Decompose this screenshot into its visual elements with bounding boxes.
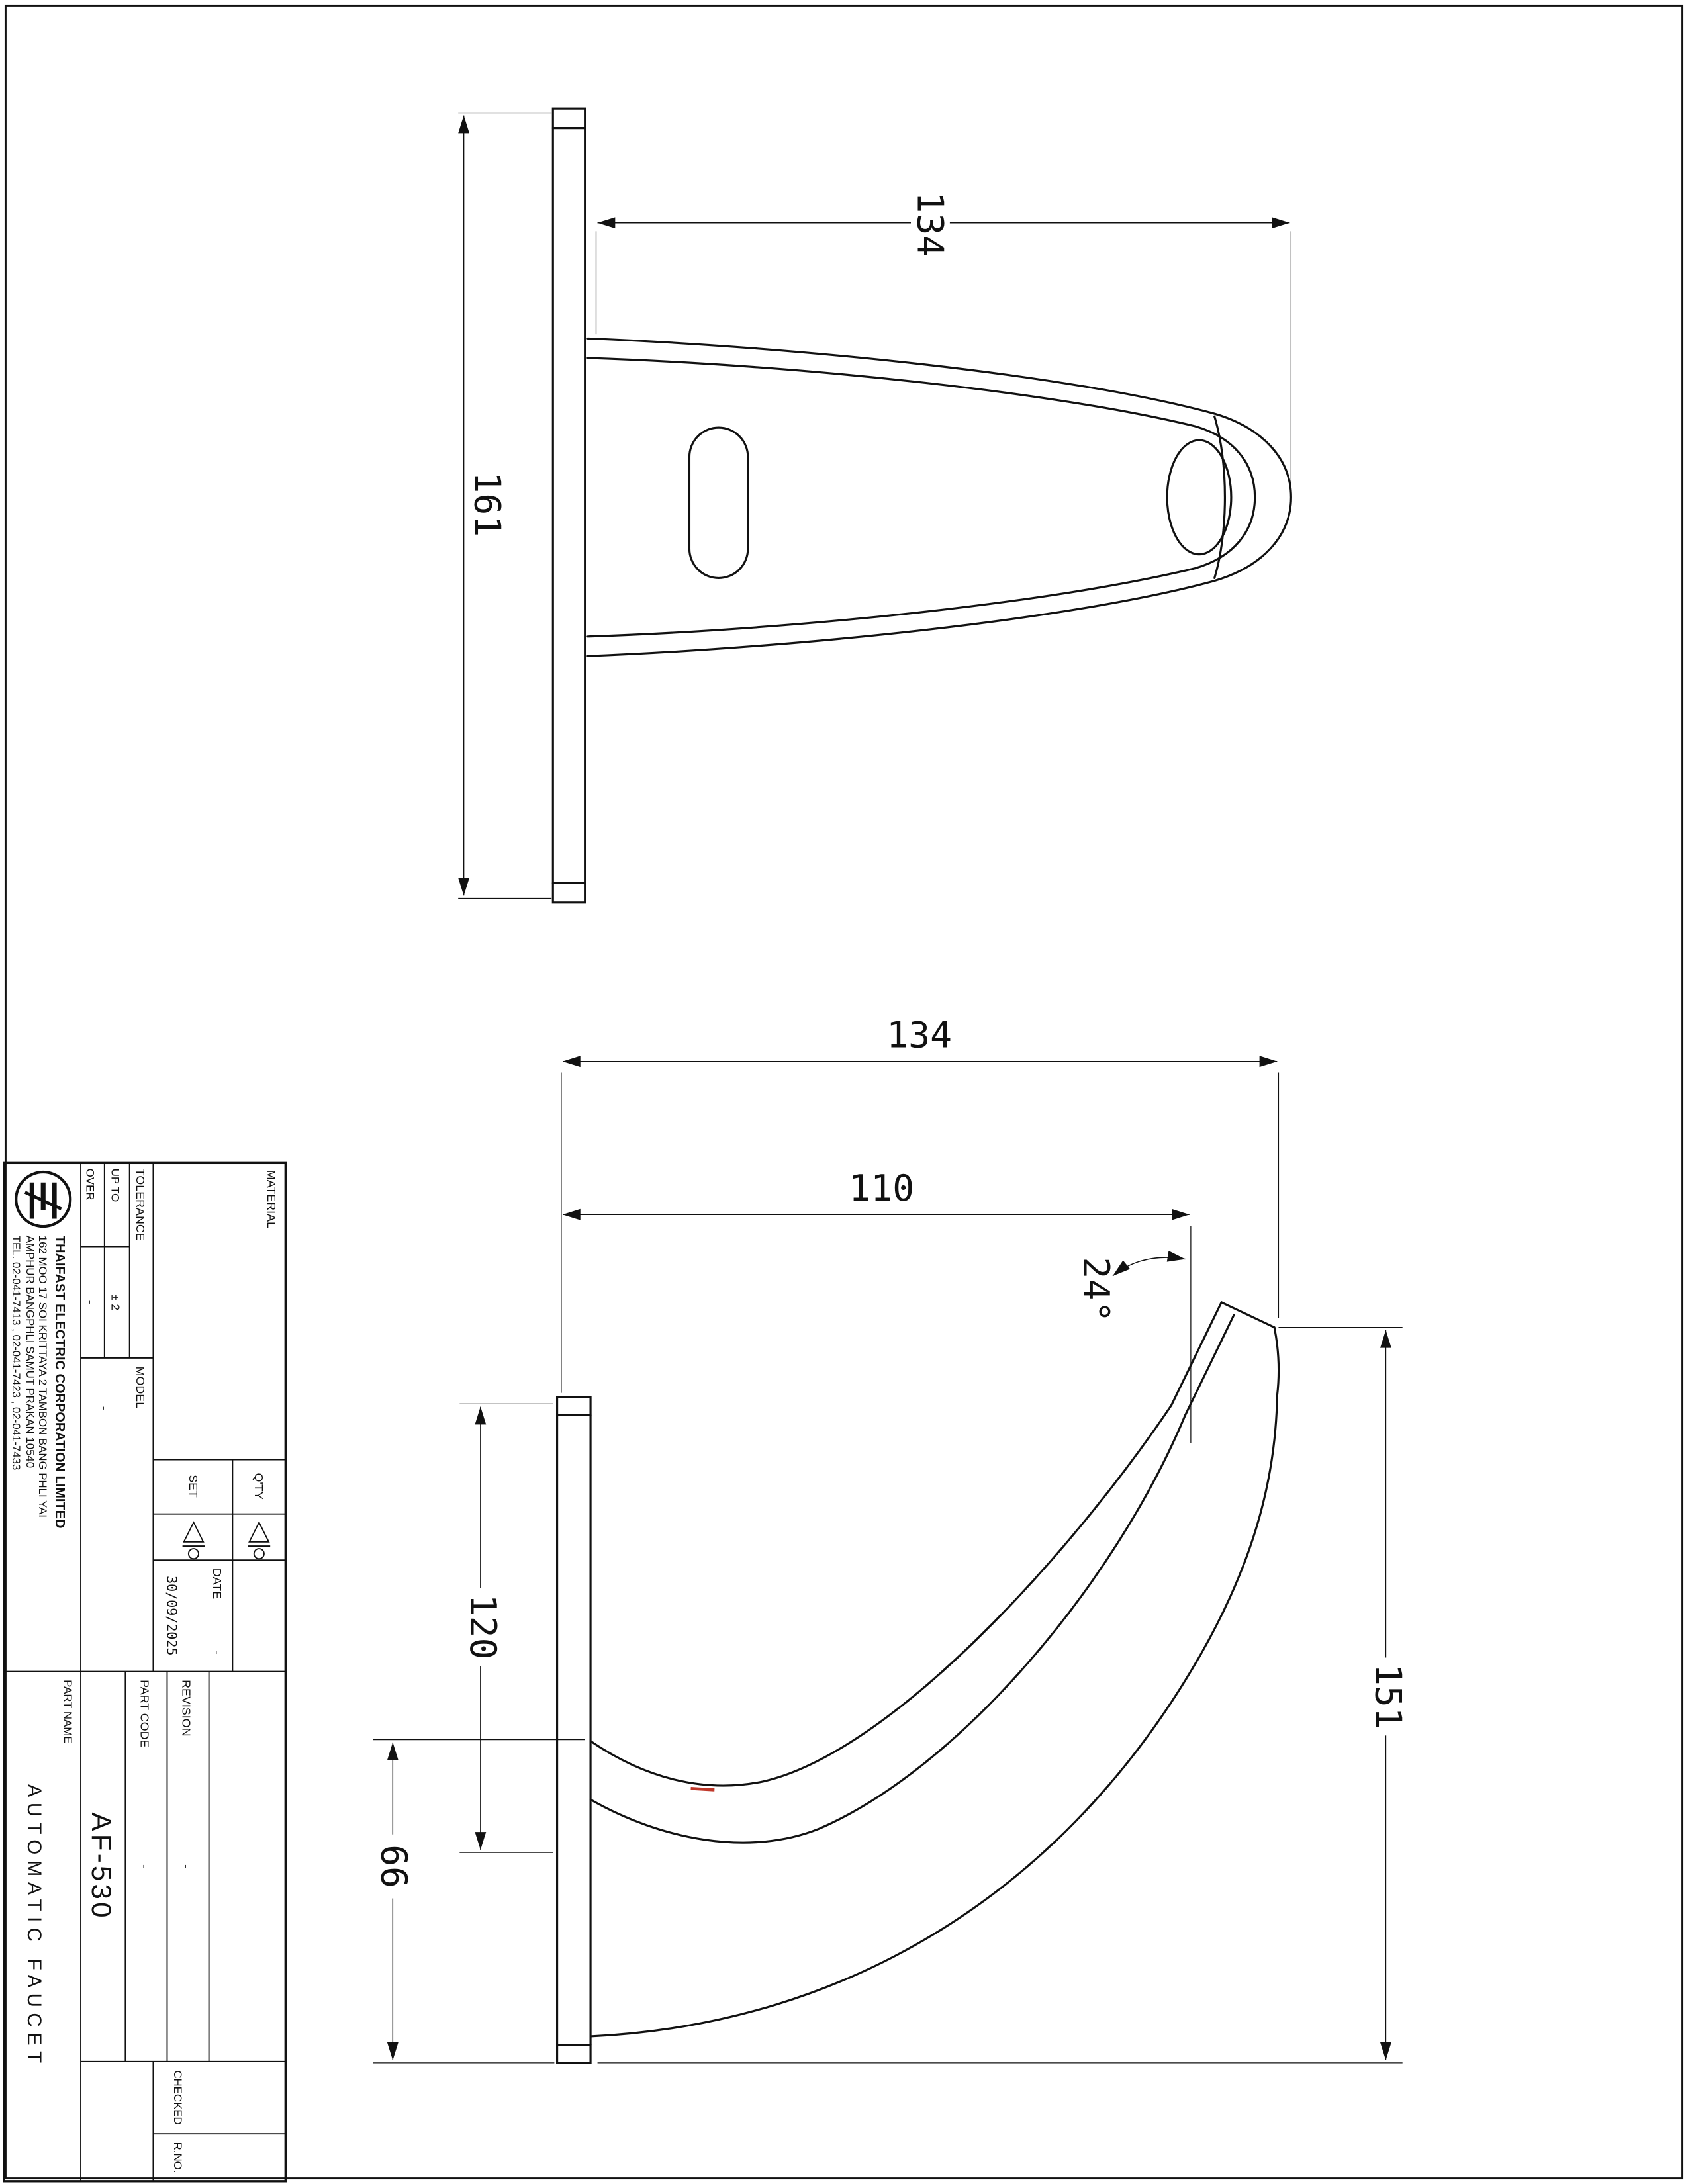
material-label: MATERIAL [265,1170,278,1228]
title-block-border [3,1161,287,2183]
dimension-value: 66 [373,1844,415,1888]
body-upper-curve [589,1404,1173,1787]
dimension-134-side: 134 [561,1014,1280,1393]
part-code-label: PART CODE [138,1680,152,1747]
dimension-120: 120 [459,1403,553,1853]
side-view: 134 110 24° 120 66 [373,1014,1410,2064]
sheet-border [4,4,1684,2180]
date-label: DATE [211,1569,224,1599]
dimension-value: 134 [909,191,951,257]
date-extra: - [211,1651,224,1655]
dimension-value: 110 [849,1167,914,1209]
spout-cap-right [1273,1326,1280,1397]
tolerance-label: TOLERANCE [134,1169,147,1241]
projection-symbol-icon [248,1521,271,1560]
title-block: MATERIAL Q'TY SET DATE - 30/09/2025 TOLE… [3,1161,287,2183]
over-label: OVER [83,1169,96,1201]
part-name-value: AUTOMATIC FAUCET [23,1784,45,2069]
dimension-24deg: 24° [1075,1250,1186,1322]
up-to-value: ± 2 [109,1294,122,1310]
dimension-value: 120 [462,1594,504,1660]
mounting-plate [551,107,586,904]
dimension-110: 110 [562,1167,1192,1443]
dimension-value: 134 [886,1014,952,1056]
company-address-line2: AMPHUR BANGPHLI SAMUT PRAKAN 10540 [24,1236,36,1468]
body-lower-curve [589,1394,1278,2038]
qty-value: SET [187,1475,200,1498]
dimension-value: 24° [1075,1257,1117,1322]
dimension-value: 151 [1368,1664,1410,1729]
red-mark [690,1786,715,1792]
company-tel: TEL. 02-041-7413 , 02-041-7423 , 02-041-… [10,1236,23,1471]
projection-symbol-icon [182,1521,205,1560]
up-to-label: UP TO [109,1169,121,1203]
dimension-66: 66 [373,1739,585,2064]
part-code-value: - [138,1864,152,1868]
faucet-body-inner-line [586,357,1256,638]
model-label: MODEL [134,1367,147,1409]
company-logo [15,1170,72,1228]
company-address-line1: 162 MOO 17 SOI KRITTAYA 2 TAMBON BANG PH… [36,1236,49,1518]
dimension-161: 161 [458,112,552,899]
model-value: - [97,1406,111,1410]
dimension-value: 161 [466,471,508,537]
over-value: - [83,1300,97,1304]
drawing-number: AF-530 [86,1813,117,1921]
dimension-151: 151 [597,1327,1410,2064]
spout-cap-top [1220,1301,1276,1329]
aerator-opening [1166,439,1233,556]
rno-label: R.NO. [171,2142,184,2173]
top-view: 161 134 [458,107,1292,904]
wall-plate [556,1396,592,2064]
spout-face-inner [1184,1314,1235,1416]
spout-face-outer [1170,1301,1223,1407]
spout-face-line [1213,415,1227,579]
sensor-window [688,426,749,579]
revision-label: REVISION [180,1680,193,1736]
faucet-body-outline [586,337,1292,657]
company-name: THAIFAST ELECTRIC CORPORATION LIMITED [52,1236,67,1529]
qty-label: Q'TY [252,1473,265,1500]
body-middle-curve [589,1414,1187,1844]
checked-label: CHECKED [171,2070,184,2124]
dimension-134-top: 134 [595,183,1292,484]
date-value: 30/09/2025 [164,1576,179,1655]
part-name-label: PART NAME [62,1680,74,1743]
revision-value: - [180,1864,193,1868]
